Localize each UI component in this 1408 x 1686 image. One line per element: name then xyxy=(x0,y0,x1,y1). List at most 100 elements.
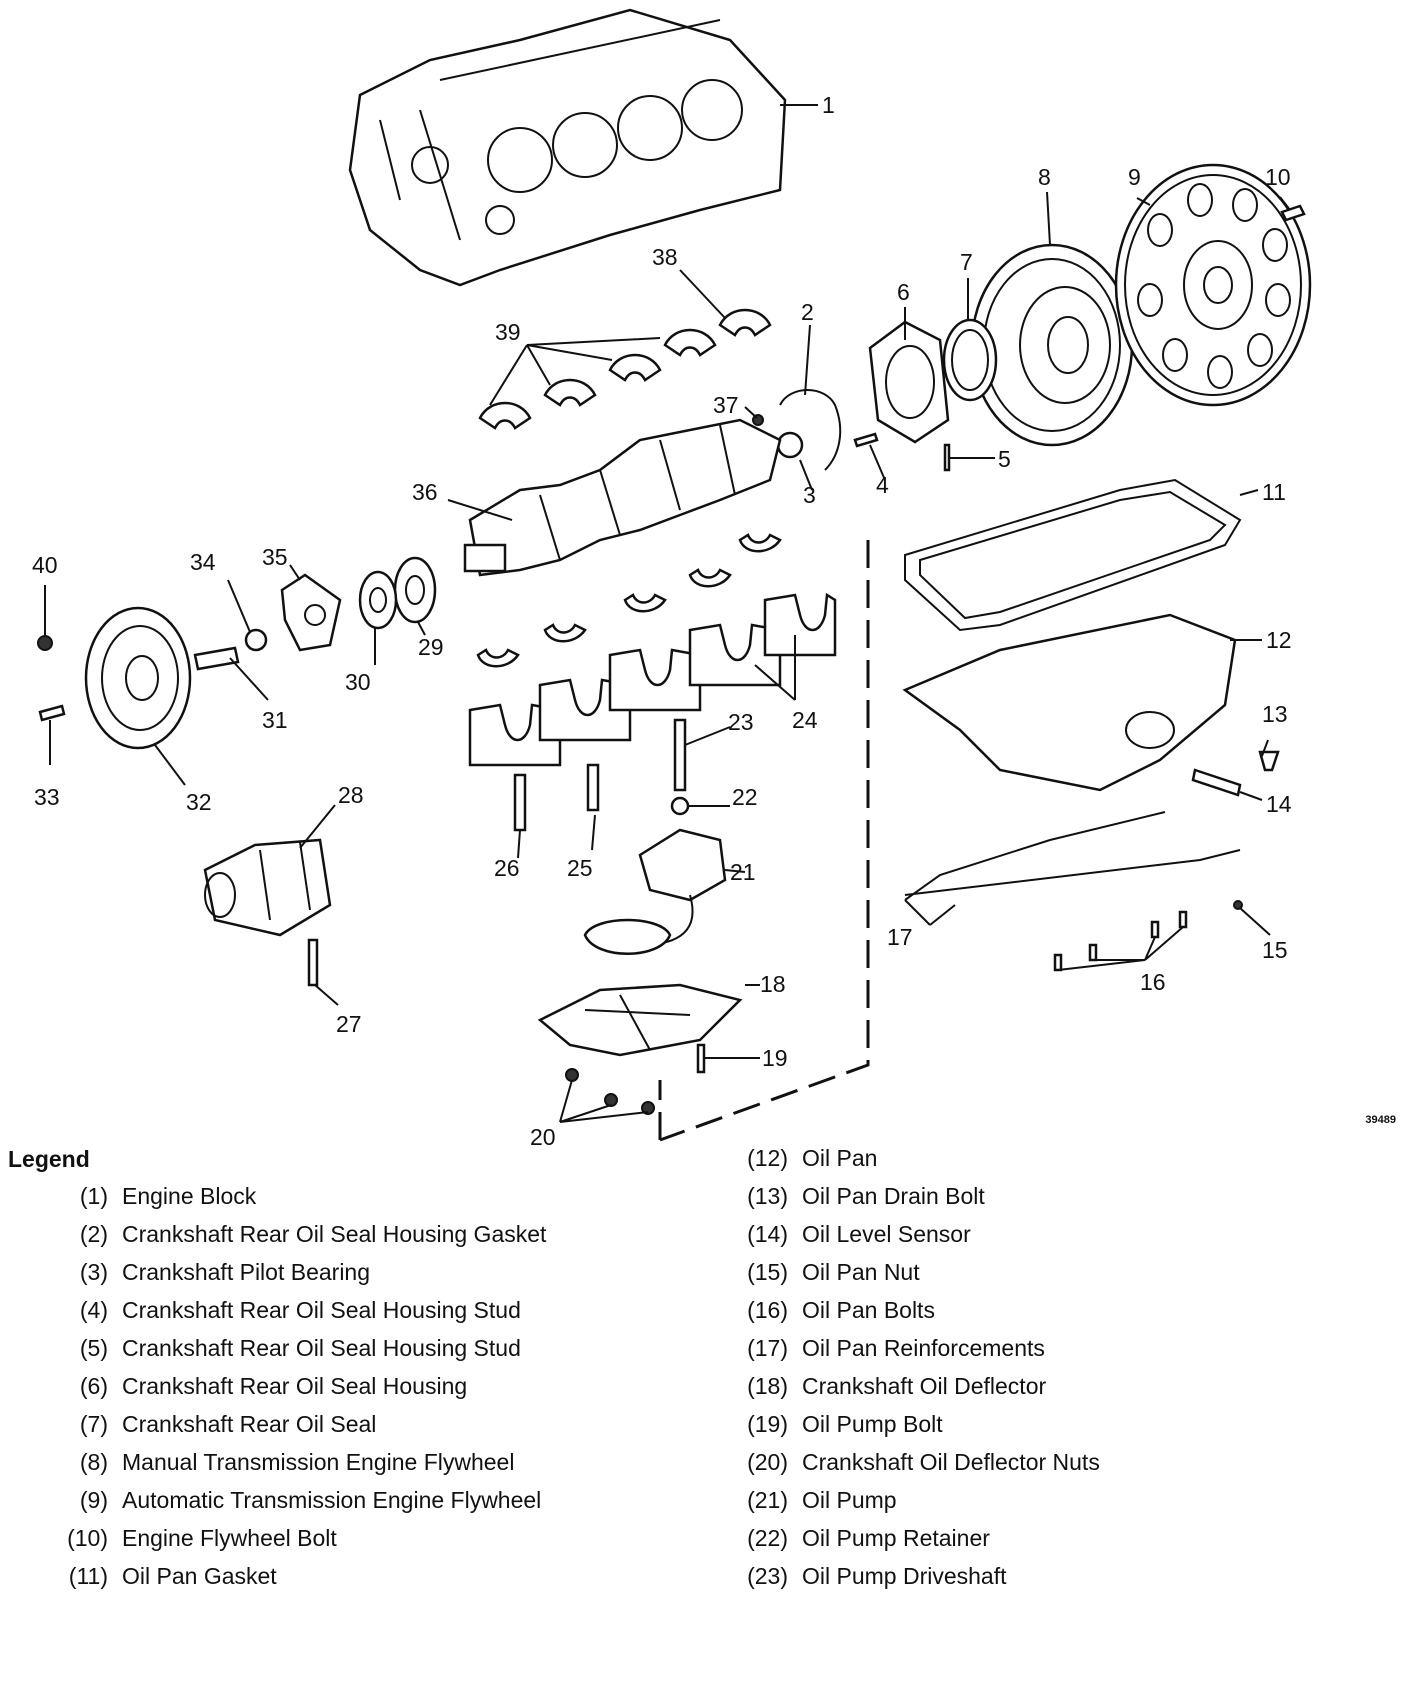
callout-19: 19 xyxy=(762,1045,788,1071)
callout-16: 16 xyxy=(1140,969,1166,995)
rear-seal-housing-stud-4 xyxy=(853,432,879,448)
crankshaft-oil-deflector xyxy=(537,983,743,1057)
legend-left-column: (1)Engine Block (2)Crankshaft Rear Oil S… xyxy=(38,1177,546,1595)
oil-pan-nut xyxy=(1233,900,1243,910)
oil-pan-bolts xyxy=(1053,910,1188,972)
callout-33: 33 xyxy=(34,784,60,810)
part-35-hub xyxy=(280,573,342,652)
callout-31: 31 xyxy=(262,707,288,733)
oil-pan xyxy=(902,613,1237,792)
legend-item: (8)Manual Transmission Engine Flywheel xyxy=(79,1449,515,1475)
callout-1: 1 xyxy=(822,92,835,118)
callout-28: 28 xyxy=(338,782,364,808)
callout-29: 29 xyxy=(418,634,444,660)
callout-24: 24 xyxy=(792,707,818,733)
main-cap-bolt-25 xyxy=(586,763,600,812)
legend-item: (1)Engine Block xyxy=(79,1183,257,1209)
legend-item: (9)Automatic Transmission Engine Flywhee… xyxy=(79,1487,542,1513)
legend-item: (11)Oil Pan Gasket xyxy=(68,1563,277,1589)
main-bearing-caps xyxy=(468,592,837,767)
deflector-nut-c xyxy=(641,1101,655,1115)
callout-27: 27 xyxy=(336,1011,362,1037)
starter-bolt xyxy=(307,938,319,987)
part-34-washer xyxy=(244,628,268,652)
legend-item: (7)Crankshaft Rear Oil Seal xyxy=(79,1411,377,1437)
engine-block xyxy=(348,8,787,287)
callout-21: 21 xyxy=(730,859,756,885)
legend-item: (18)Crankshaft Oil Deflector xyxy=(747,1373,1047,1399)
callout-15: 15 xyxy=(1262,937,1288,963)
callout-11: 11 xyxy=(1262,479,1286,505)
main-cap-bolt-26 xyxy=(513,773,527,832)
legend-item: (19)Oil Pump Bolt xyxy=(747,1411,943,1437)
callout-39: 39 xyxy=(495,319,521,345)
rear-seal-housing-stud-5 xyxy=(943,443,951,472)
legend-item: (21)Oil Pump xyxy=(747,1487,897,1513)
oil-pan-gasket xyxy=(904,478,1242,632)
callout-26: 26 xyxy=(494,855,520,881)
starter xyxy=(203,838,332,937)
deflector-nut-a xyxy=(565,1068,579,1082)
upper-main-bearings xyxy=(478,308,772,430)
callout-23: 23 xyxy=(728,709,754,735)
oil-pan-reinforcements xyxy=(904,811,1241,901)
callout-10: 10 xyxy=(1265,164,1291,190)
legend-item: (13)Oil Pan Drain Bolt xyxy=(747,1183,985,1209)
crankshaft xyxy=(463,418,782,577)
callout-22: 22 xyxy=(732,784,758,810)
automatic-flywheel xyxy=(1114,163,1312,407)
callout-7: 7 xyxy=(960,249,973,275)
part-40-nut xyxy=(37,635,53,651)
crankshaft-balancer xyxy=(84,606,192,750)
legend-item: (12)Oil Pan xyxy=(747,1145,878,1171)
oil-pump xyxy=(583,828,727,955)
callout-25: 25 xyxy=(567,855,593,881)
legend-item: (16)Oil Pan Bolts xyxy=(747,1297,935,1323)
figure-id: 39489 xyxy=(1365,1114,1396,1126)
callout-12: 12 xyxy=(1266,627,1292,653)
callout-8: 8 xyxy=(1038,164,1051,190)
legend-item: (14)Oil Level Sensor xyxy=(747,1221,971,1247)
manual-flywheel xyxy=(970,243,1134,447)
callout-leaders xyxy=(44,104,1291,1123)
legend-item: (10)Engine Flywheel Bolt xyxy=(67,1525,337,1551)
callout-40: 40 xyxy=(32,552,58,578)
lower-main-bearings xyxy=(476,533,782,668)
rear-oil-seal-housing xyxy=(868,320,950,444)
callout-4: 4 xyxy=(876,472,889,498)
legend-item: (20)Crankshaft Oil Deflector Nuts xyxy=(747,1449,1100,1475)
callout-20: 20 xyxy=(530,1124,556,1150)
callout-3: 3 xyxy=(803,482,816,508)
callout-37: 37 xyxy=(713,392,739,418)
flywheel-bolt xyxy=(1280,204,1306,222)
callout-6: 6 xyxy=(897,279,910,305)
callout-36: 36 xyxy=(412,479,438,505)
rear-seal-housing-gasket xyxy=(779,389,842,471)
exploded-engine-diagram: 1 2 3 4 5 6 7 8 9 10 11 12 13 14 15 16 1… xyxy=(32,8,1312,1150)
callout-13: 13 xyxy=(1262,701,1288,727)
callout-14: 14 xyxy=(1266,791,1292,817)
callout-32: 32 xyxy=(186,789,212,815)
legend-item: (4)Crankshaft Rear Oil Seal Housing Stud xyxy=(79,1297,521,1323)
legend-item: (5)Crankshaft Rear Oil Seal Housing Stud xyxy=(79,1335,521,1361)
pilot-bearing xyxy=(776,431,804,459)
callout-17: 17 xyxy=(887,924,913,950)
pan-bracket-dashed-line xyxy=(659,540,870,1142)
legend-item: (23)Oil Pump Driveshaft xyxy=(747,1563,1007,1589)
legend-title: Legend xyxy=(8,1146,90,1172)
part-30-washer xyxy=(358,570,398,630)
part-33-bolt xyxy=(38,704,66,722)
oil-level-sensor xyxy=(1191,768,1242,797)
legend-item: (15)Oil Pan Nut xyxy=(747,1259,920,1285)
legend-right-column: (12)Oil Pan (13)Oil Pan Drain Bolt (14)O… xyxy=(718,1139,1100,1595)
legend-item: (17)Oil Pan Reinforcements xyxy=(747,1335,1045,1361)
oil-pump-bolt xyxy=(696,1043,706,1074)
callout-34: 34 xyxy=(190,549,216,575)
callout-38: 38 xyxy=(652,244,678,270)
legend-item: (6)Crankshaft Rear Oil Seal Housing xyxy=(79,1373,468,1399)
deflector-nut-b xyxy=(604,1093,618,1107)
part-31-bolt xyxy=(193,646,240,671)
callout-18: 18 xyxy=(760,971,786,997)
oil-pump-retainer xyxy=(670,796,690,816)
callout-labels: 1 2 3 4 5 6 7 8 9 10 11 12 13 14 15 16 1… xyxy=(32,92,1292,1150)
